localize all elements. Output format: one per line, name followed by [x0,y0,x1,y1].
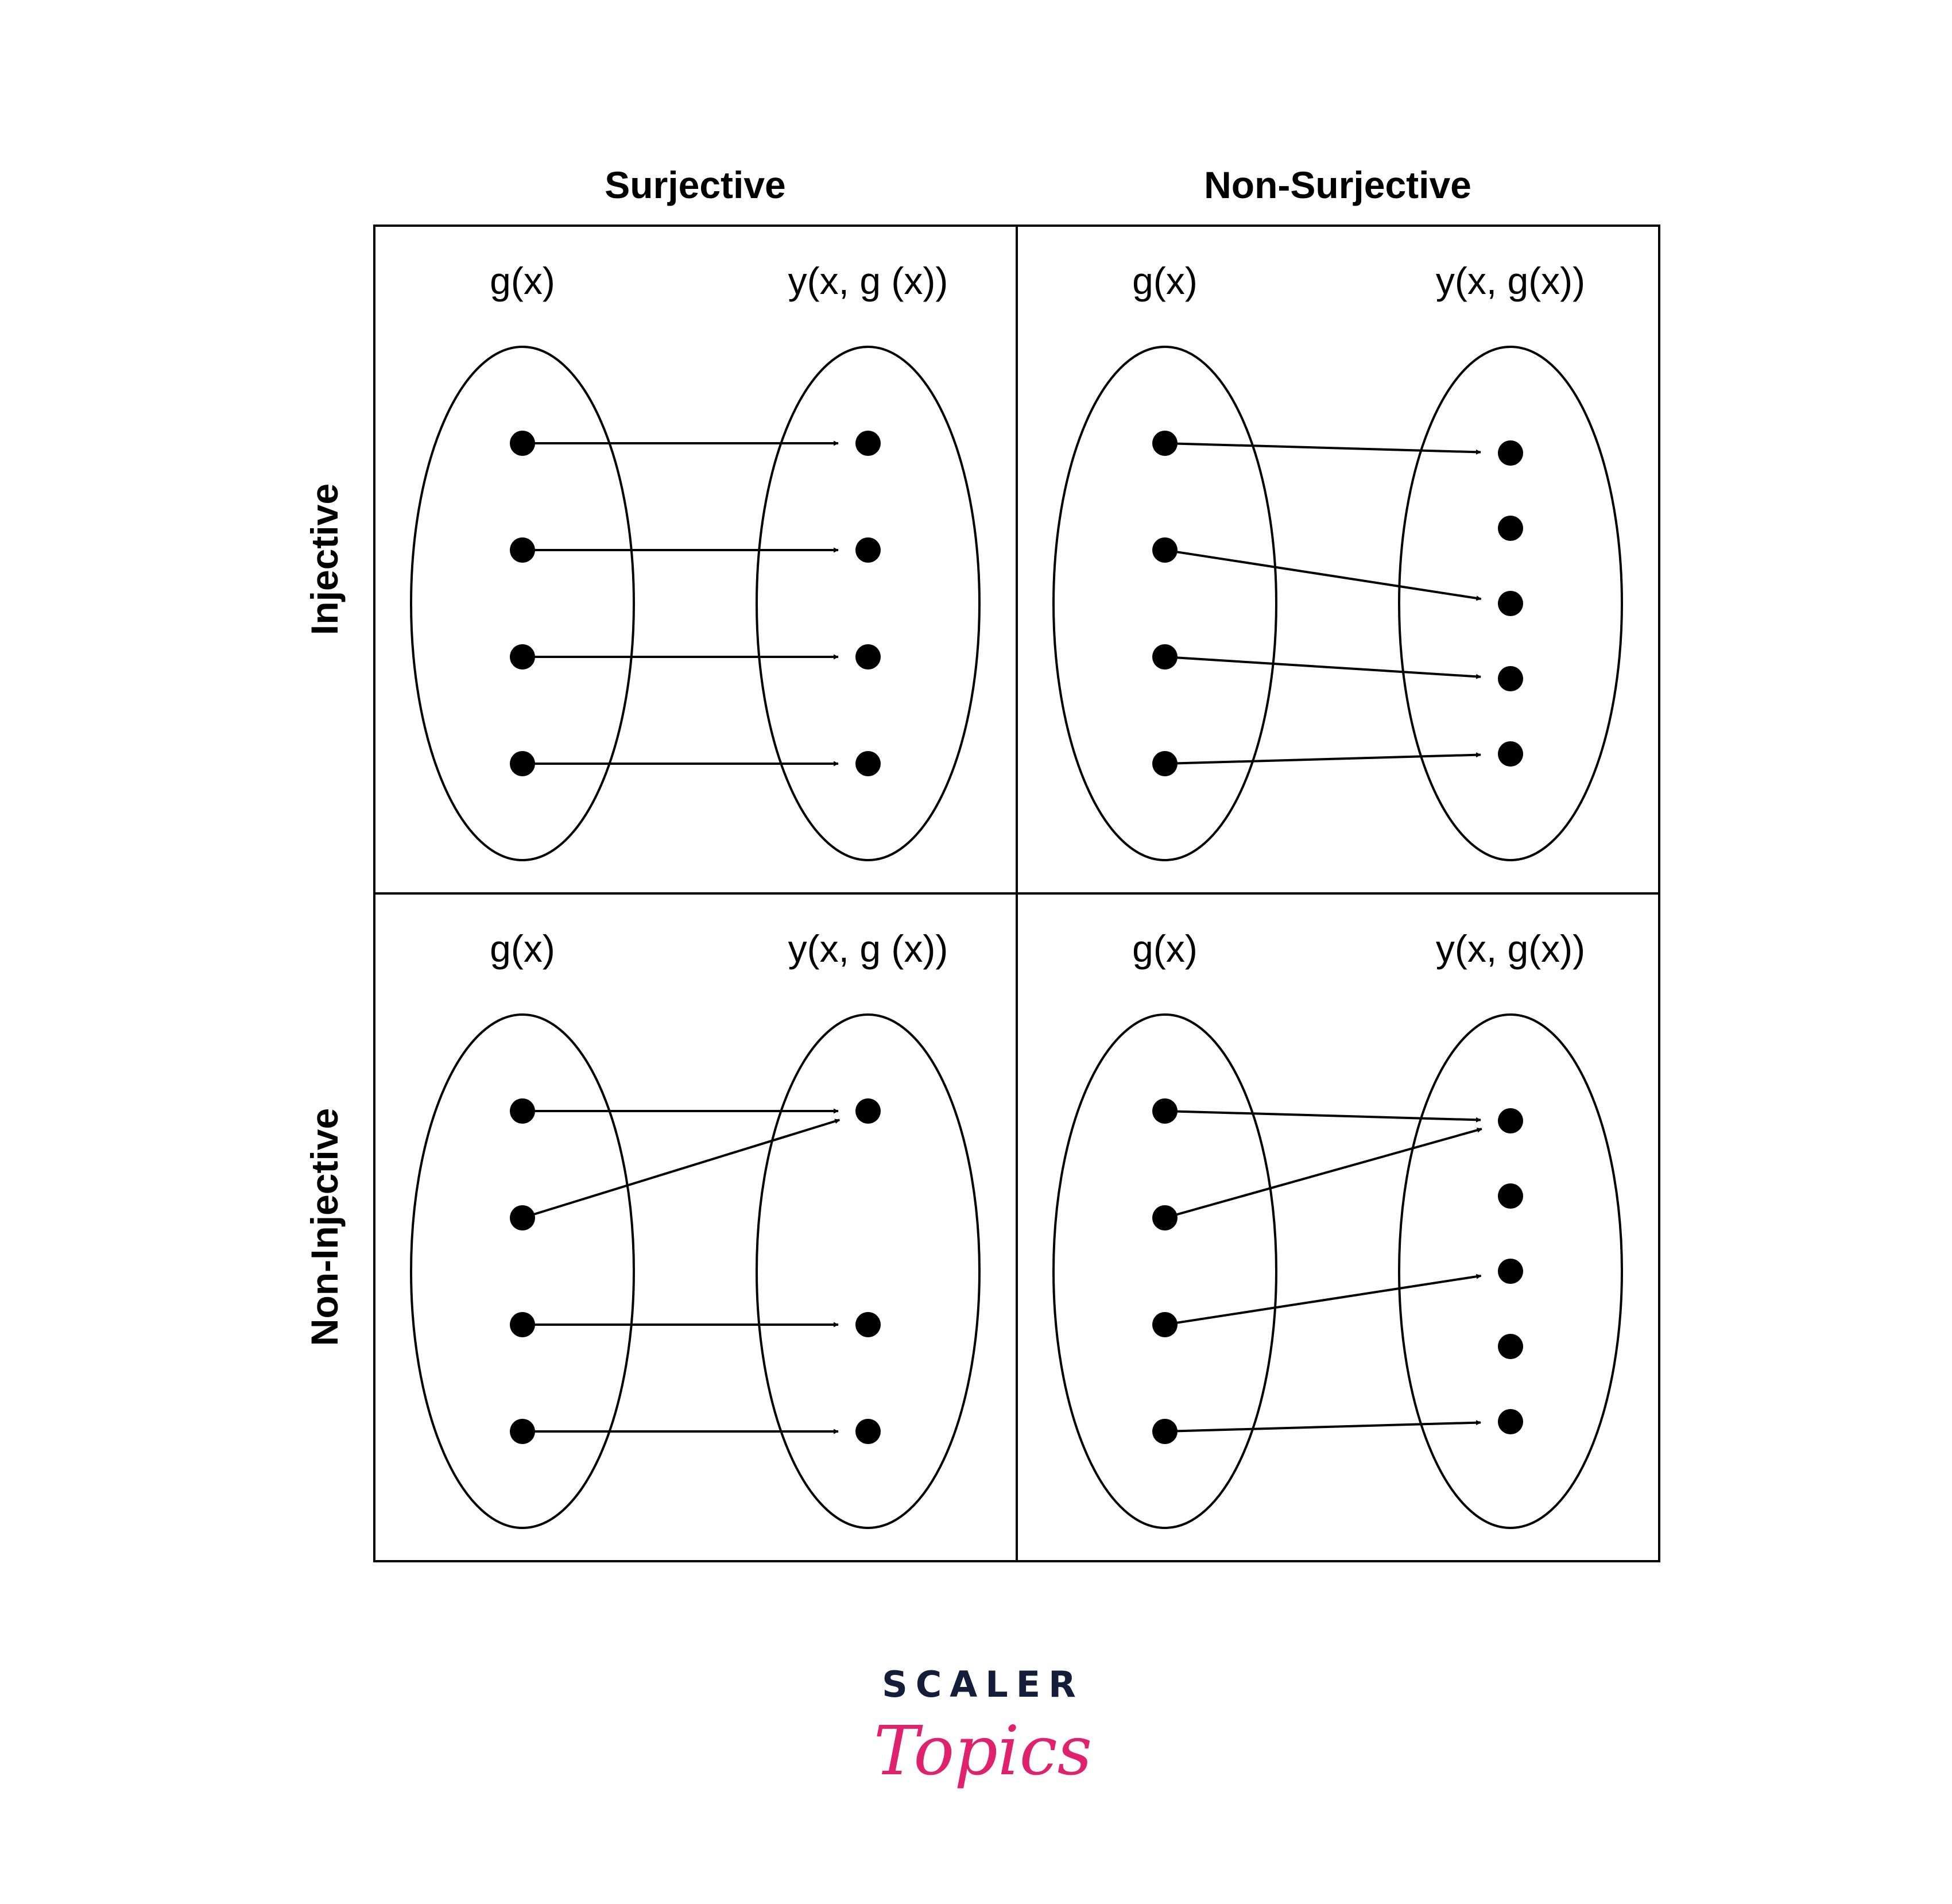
panel-non-injective-non-surjective: g(x) y(x, g(x)) [1052,927,1623,1529]
grid [373,225,1660,1562]
domain-element-dot [1152,1312,1178,1337]
domain-element-dot [510,1098,535,1124]
domain-element-dot [1152,431,1178,456]
codomain-element-dot [855,431,881,456]
codomain-set [1398,1013,1623,1529]
mapping-arrow [1164,656,1482,679]
mapping-arrow [1164,752,1481,765]
row-header-non-injective: Non-Injective [303,1108,346,1346]
codomain-element-dot [855,1098,881,1124]
row-header-injective: Injective [303,483,346,635]
domain-element-dot [510,431,535,456]
domain-label: g(x) [1132,260,1198,302]
domain-label: g(x) [1132,927,1198,970]
codomain-set [756,346,981,861]
codomain-element-dot [1498,591,1523,616]
codomain-element-dot [1498,666,1523,691]
codomain-set [756,1013,981,1529]
domain-set [1052,1013,1277,1529]
domain-element-dot [1152,751,1178,776]
mapping-arrow [1164,1274,1482,1326]
domain-set [410,1013,635,1529]
codomain-element-dot [1498,741,1523,767]
codomain-element-dot [1498,1183,1523,1209]
column-header-non-surjective: Non-Surjective [1204,164,1471,206]
codomain-label: y(x, g (x)) [788,260,948,302]
codomain-label: y(x, g (x)) [788,927,948,970]
codomain-label: y(x, g(x)) [1436,927,1585,970]
mapping-arrow [1164,442,1481,455]
codomain-set [1398,346,1623,861]
panel-non-injective-surjective: g(x) y(x, g (x)) [410,927,981,1529]
codomain-element-dot [1498,1108,1523,1133]
mapping-arrow [1164,1110,1481,1123]
mapping-arrow [1164,549,1482,601]
domain-element-dot [510,644,535,670]
codomain-element-dot [855,644,881,670]
codomain-element-dot [1498,1259,1523,1284]
domain-element-dot [510,1312,535,1337]
codomain-element-dot [1498,1334,1523,1359]
domain-element-dot [510,751,535,776]
codomain-element-dot [855,1419,881,1444]
scaler-topics-logo: SCALER Topics [874,1663,1093,1790]
domain-element-dot [1152,1098,1178,1124]
domain-set [1052,346,1277,861]
panel-injective-non-surjective: g(x) y(x, g(x)) [1052,260,1623,861]
column-header-surjective: Surjective [605,164,786,206]
domain-element-dot [1152,1419,1178,1444]
codomain-element-dot [855,751,881,776]
domain-label: g(x) [490,260,555,302]
codomain-element-dot [855,1312,881,1337]
mapping-arrow [1164,1420,1481,1433]
codomain-element-dot [1498,1409,1523,1434]
domain-element-dot [1152,644,1178,670]
domain-element-dot [510,1205,535,1230]
domain-label: g(x) [490,927,555,970]
panel-injective-surjective: g(x) y(x, g (x)) [410,260,981,861]
codomain-element-dot [1498,516,1523,541]
domain-element-dot [510,1419,535,1444]
logo-scaler: SCALER [882,1663,1084,1705]
domain-element-dot [1152,537,1178,563]
codomain-element-dot [1498,440,1523,466]
codomain-element-dot [855,537,881,563]
mapping-arrow [1164,1127,1482,1219]
domain-element-dot [510,537,535,563]
mapping-arrow [522,1119,841,1219]
logo-topics: Topics [874,1711,1093,1790]
codomain-label: y(x, g(x)) [1436,260,1585,302]
domain-set [410,346,635,861]
domain-element-dot [1152,1205,1178,1230]
